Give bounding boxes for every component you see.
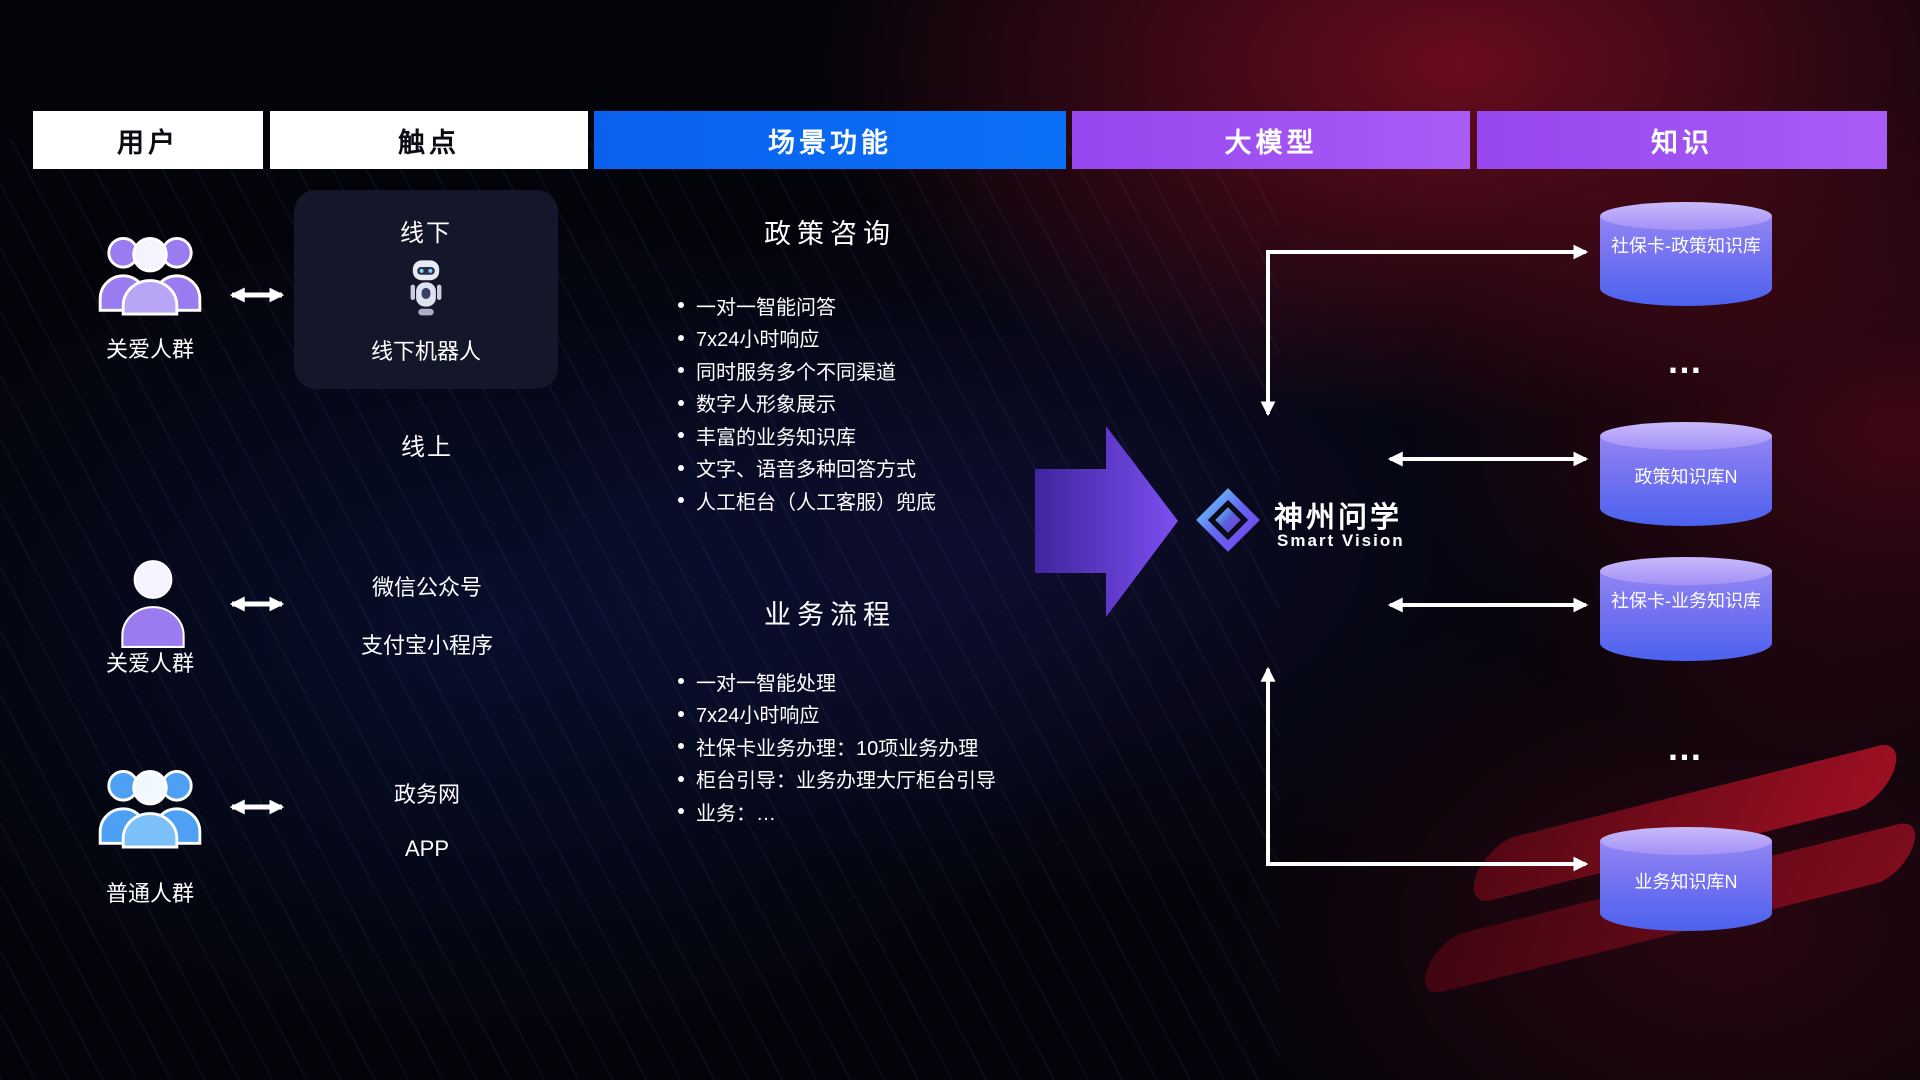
list-item: 文字、语音多种回答方式: [678, 452, 1068, 485]
database-business-n: 业务知识库N: [1600, 827, 1772, 931]
channel-gov-web: 政务网: [393, 782, 460, 807]
database-icon: [1600, 557, 1772, 585]
offline-touchpoint-card: 线下 线下机器人: [294, 190, 558, 389]
user1-label: 关爱人群: [105, 337, 194, 362]
list-item: 社保卡业务办理：10项业务办理: [678, 730, 1068, 763]
database-label: 社保卡-业务知识库: [1611, 591, 1761, 611]
scenario1-list: 一对一智能问答 7x24小时响应 同时服务多个不同渠道 数字人形象展示 丰富的业…: [678, 289, 1068, 517]
database-policy-ssc: 社保卡-政策知识库: [1600, 202, 1772, 306]
channel-wechat: 微信公众号: [371, 575, 482, 600]
list-item: 柜台引导：业务办理大厅柜台引导: [678, 763, 1068, 796]
user-person-purple-icon: [116, 555, 190, 654]
model-name: 神州问学: [1274, 502, 1403, 534]
list-item: 同时服务多个不同渠道: [678, 354, 1068, 387]
robot-icon: [404, 258, 448, 325]
database-label: 业务知识库N: [1634, 872, 1738, 892]
ellipsis: …: [1666, 340, 1706, 381]
smart-vision-logo-icon: [1194, 486, 1262, 559]
scenario2-list: 一对一智能处理 7x24小时响应 社保卡业务办理：10项业务办理 柜台引导：业务…: [678, 665, 1068, 828]
database-business-ssc: 社保卡-业务知识库: [1600, 557, 1772, 661]
list-item: 人工柜台（人工客服）兜底: [678, 484, 1068, 517]
list-item: 丰富的业务知识库: [678, 419, 1068, 452]
ellipsis: …: [1666, 727, 1706, 768]
offline-title: 线下: [400, 220, 452, 247]
scenario2-title: 业务流程: [764, 600, 896, 630]
model-subtitle: Smart Vision: [1277, 531, 1405, 550]
user-group-blue-icon: [92, 757, 208, 854]
list-item: 7x24小时响应: [678, 322, 1068, 355]
list-item: 一对一智能处理: [678, 665, 1068, 698]
channel-alipay: 支付宝小程序: [360, 633, 493, 658]
header-touchpoints: 触点: [270, 111, 588, 169]
header-model: 大模型: [1072, 111, 1470, 169]
user3-label: 普通人群: [105, 881, 194, 906]
database-icon: [1600, 422, 1772, 450]
offline-robot-label: 线下机器人: [370, 339, 481, 364]
channel-app: APP: [404, 836, 450, 861]
database-label: 社保卡-政策知识库: [1611, 236, 1761, 256]
list-item: 数字人形象展示: [678, 387, 1068, 420]
list-item: 7x24小时响应: [678, 698, 1068, 731]
header-users: 用户: [33, 111, 263, 169]
online-title: 线上: [401, 434, 453, 461]
database-label: 政策知识库N: [1634, 467, 1738, 487]
list-item: 业务：…: [678, 795, 1068, 828]
user-group-purple-icon: [92, 224, 208, 321]
database-icon: [1600, 827, 1772, 855]
database-icon: [1600, 202, 1772, 230]
header-knowledge: 知识: [1477, 111, 1887, 169]
header-scenarios: 场景功能: [594, 111, 1066, 169]
scenario1-title: 政策咨询: [764, 219, 896, 249]
list-item: 一对一智能问答: [678, 289, 1068, 322]
database-policy-n: 政策知识库N: [1600, 422, 1772, 526]
user2-label: 关爱人群: [105, 651, 194, 676]
